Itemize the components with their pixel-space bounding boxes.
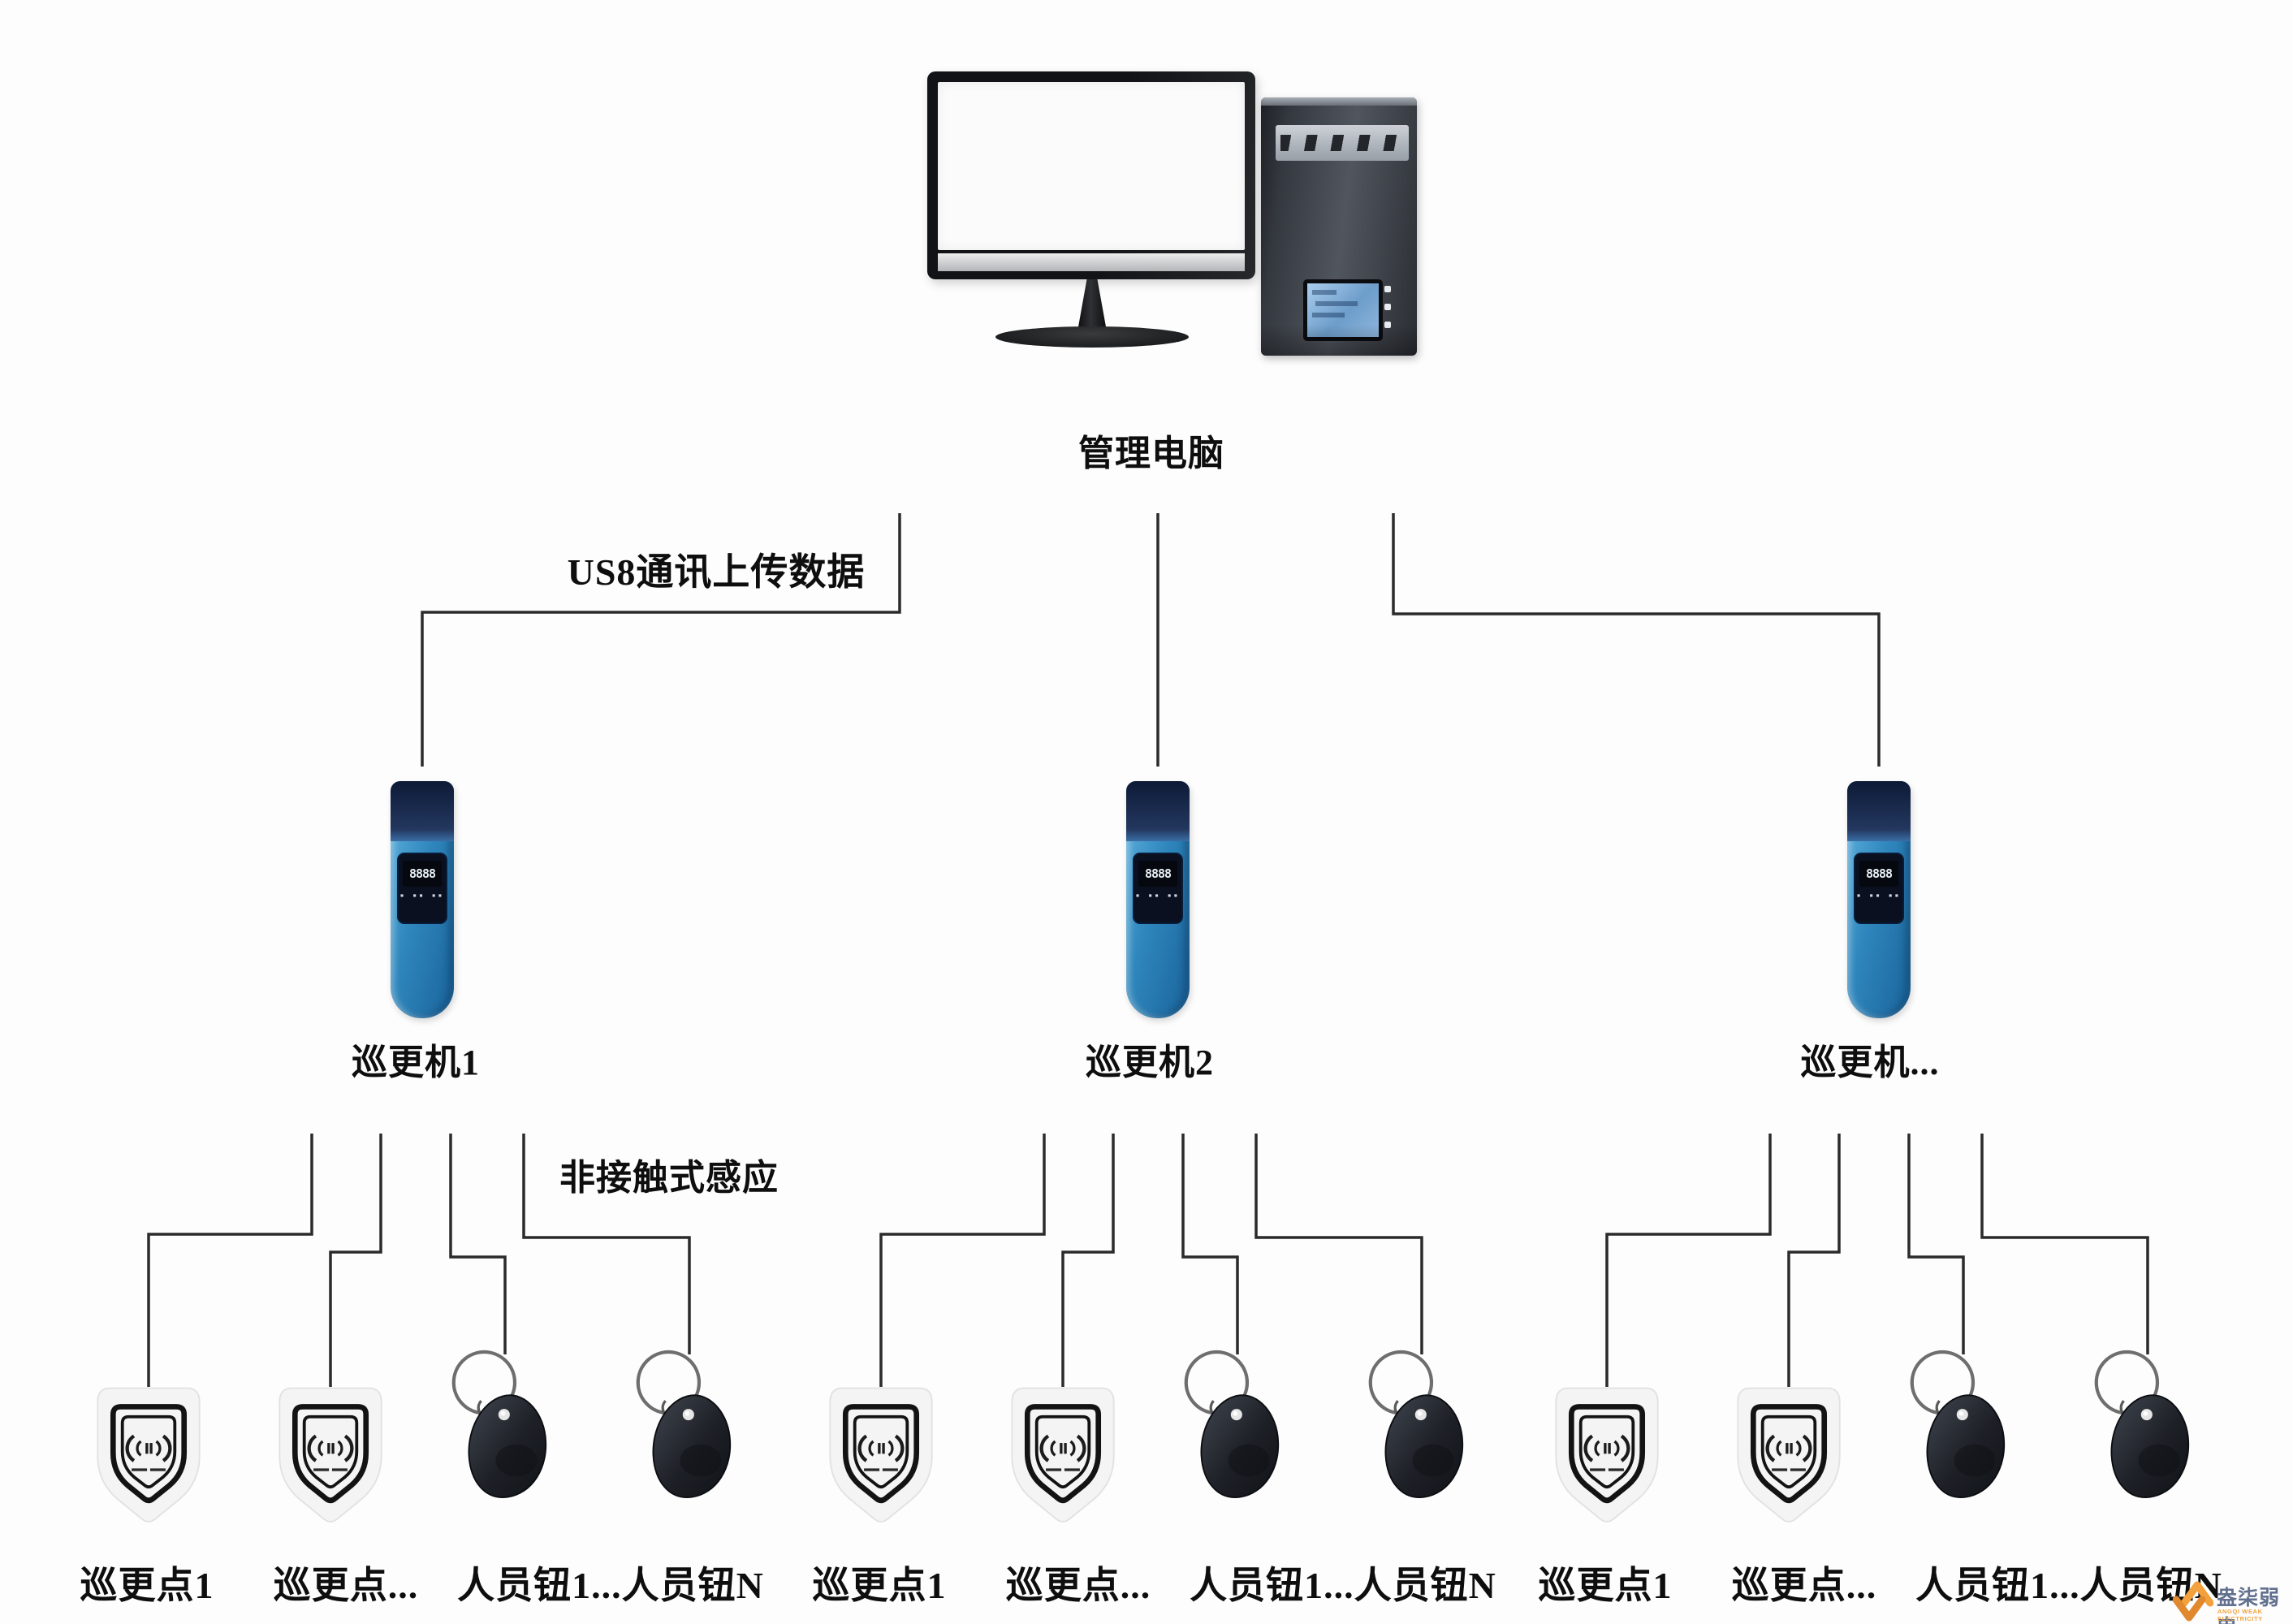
checkpoint-1-label: 巡更点1: [1538, 1565, 1673, 1606]
wire-m1-point2: [329, 1134, 382, 1387]
patrol-reader-indicator-dots: ▪ ▪▪ ▪▪: [399, 892, 445, 899]
patrol-reader-display: 8888 ▪ ▪▪ ▪▪: [1133, 853, 1183, 924]
patrol-reader-indicator-dots: ▪ ▪▪ ▪▪: [1135, 892, 1181, 899]
wire-m1-point1: [147, 1134, 313, 1387]
vendor-logo: 盎柒弱电 ANGQI WEAK ELECTRICITY: [2172, 1579, 2293, 1624]
staff-fob-label: 人员钮1...人员钮N: [457, 1565, 764, 1606]
staff-fob-label: 人员钮1...人员钮N: [1190, 1565, 1496, 1606]
checkpoint-1-label: 巡更点1: [812, 1565, 947, 1606]
key-fob-icon: [437, 1340, 567, 1531]
patrol-reader-cap: [1847, 781, 1911, 841]
usb-upload-label: US8通讯上传数据: [567, 551, 866, 593]
pc-monitor: [927, 71, 1255, 279]
wire-m2-fob1: [1181, 1134, 1239, 1354]
key-fob-icon: [621, 1340, 751, 1531]
contactless-induction-label: 非接触式感应: [559, 1158, 779, 1198]
wire-m2-point2: [1061, 1134, 1115, 1387]
wire-m3-fob1: [1907, 1134, 1965, 1354]
management-computer: [918, 47, 1453, 396]
checkpoint-tag-icon: [267, 1382, 394, 1536]
wire-m3-fobN: [1980, 1134, 2149, 1354]
checkpoint-1-label: 巡更点1: [80, 1565, 214, 1606]
patrol-reader-1-label: 巡更机1: [352, 1043, 480, 1082]
wire-m3-point2: [1787, 1134, 1841, 1387]
patrol-reader-cap: [1126, 781, 1190, 841]
computer-label: 管理电脑: [1078, 434, 1224, 473]
checkpoint-tag-icon: [1544, 1382, 1670, 1536]
patrol-reader-3: 8888 ▪ ▪▪ ▪▪: [1847, 781, 1911, 1018]
pc-monitor-stand-neck: [1077, 279, 1107, 331]
pc-tower: [1261, 97, 1417, 356]
vendor-logo-name-zh: 盎柒弱电: [2217, 1587, 2281, 1624]
pc-monitor-bottom-strip: [938, 253, 1245, 271]
wire-pc-machine3: [1392, 513, 1881, 767]
patrol-reader-3-label: 巡更机...: [1800, 1043, 1940, 1082]
patrol-reader-digits: 8888: [403, 861, 442, 887]
checkpoint-n-label: 巡更点...: [1731, 1565, 1877, 1606]
wire-m3-point1: [1605, 1134, 1772, 1387]
key-fob-icon: [1354, 1340, 1483, 1531]
patrol-reader-display: 8888 ▪ ▪▪ ▪▪: [397, 853, 447, 924]
interlocked-chevrons-icon: [2172, 1581, 2214, 1622]
wire-pc-machine1: [421, 513, 901, 767]
wire-m2-fobN: [1254, 1134, 1423, 1354]
patrol-reader-display: 8888 ▪ ▪▪ ▪▪: [1854, 853, 1904, 924]
pc-front-lcd: [1303, 279, 1383, 341]
wire-m1-fobN: [522, 1134, 691, 1354]
pc-monitor-screen: [938, 82, 1245, 250]
patrol-reader-digits: 8888: [1138, 861, 1177, 887]
checkpoint-n-label: 巡更点...: [273, 1565, 419, 1606]
pc-tower-foot: [1261, 325, 1417, 356]
pc-drive-bays: [1276, 125, 1409, 161]
key-fob-icon: [1169, 1340, 1299, 1531]
patrol-reader-indicator-dots: ▪ ▪▪ ▪▪: [1856, 892, 1902, 899]
patrol-reader-1: 8888 ▪ ▪▪ ▪▪: [391, 781, 454, 1018]
patrol-reader-cap: [391, 781, 454, 841]
patrol-reader-2-label: 巡更机2: [1086, 1043, 1214, 1082]
staff-fob-label: 人员钮1...人员钮N: [1915, 1565, 2222, 1606]
patrol-reader-digits: 8888: [1859, 861, 1898, 887]
key-fob-icon: [2079, 1340, 2209, 1531]
checkpoint-tag-icon: [1725, 1382, 1852, 1536]
pc-front-buttons: [1384, 286, 1393, 335]
checkpoint-tag-icon: [818, 1382, 944, 1536]
checkpoint-n-label: 巡更点...: [1005, 1565, 1151, 1606]
vendor-logo-name-en: ANGQI WEAK ELECTRICITY: [2217, 1608, 2263, 1622]
checkpoint-tag-icon: [1000, 1382, 1126, 1536]
patrol-reader-2: 8888 ▪ ▪▪ ▪▪: [1126, 781, 1190, 1018]
wire-m2-point1: [879, 1134, 1046, 1387]
wire-m1-fob1: [449, 1134, 507, 1354]
pc-monitor-stand-base: [995, 326, 1189, 348]
pc-tower-top-edge: [1261, 97, 1417, 106]
checkpoint-tag-icon: [85, 1382, 212, 1536]
key-fob-icon: [1895, 1340, 2025, 1531]
